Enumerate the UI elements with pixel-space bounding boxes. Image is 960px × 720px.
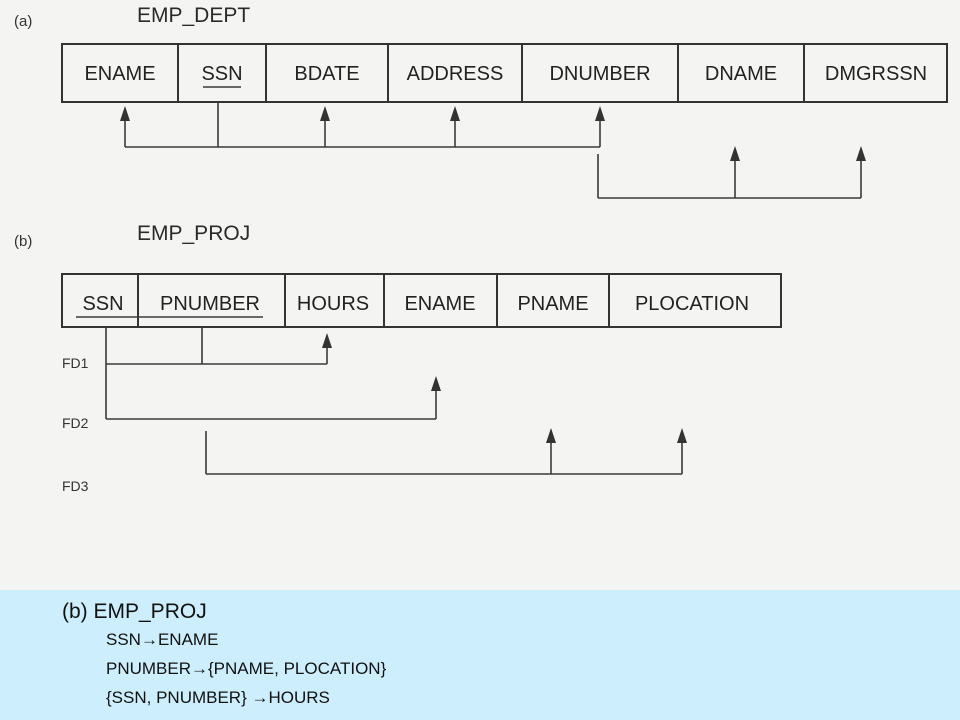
attr-hours: HOURS [297,293,369,315]
fd1-label: FD1 [62,355,89,371]
part-a-label: (a) [14,13,32,30]
attr-ssn: SSN [201,63,242,85]
attr-dnumber: DNUMBER [549,63,650,85]
summary-title: (b) EMP_PROJ [62,600,207,623]
attr-bdate: BDATE [294,63,359,85]
summary-fd-3: {SSN, PNUMBER} →HOURS [106,688,330,707]
arrow-to-bdate [320,106,330,121]
attr-dname: DNAME [705,63,777,85]
scanned-figure [0,0,960,590]
emp-proj-box [61,273,782,328]
arrow-to-dname [730,146,740,161]
attr-dmgrssn: DMGRSSN [825,63,927,85]
fd3: FD3 [62,428,687,494]
attr-address: ADDRESS [407,63,504,85]
fd1: FD1 [62,327,332,371]
attr-ename: ENAME [84,63,155,85]
attr-ssn-b: SSN [82,293,123,315]
attr-pnumber: PNUMBER [160,293,260,315]
emp-dept-box [61,43,948,103]
attr-plocation: PLOCATION [635,293,749,315]
attr-pname: PNAME [517,293,588,315]
emp-dept-relation: ENAME SSN BDATE ADDRESS DNUMBER DNAME DM… [61,43,948,103]
attr-ename-b: ENAME [404,293,475,315]
fd3-label: FD3 [62,478,89,494]
emp-dept-fd-ssn [120,102,605,148]
part-b-label: (b) [14,233,32,250]
fd2: FD2 [62,364,441,431]
summary-fd-2: PNUMBER→{PNAME, PLOCATION} [106,659,387,678]
emp-proj-relation: SSN PNUMBER HOURS ENAME PNAME PLOCATION [61,273,782,328]
summary-fd-1: SSN→ENAME [106,630,219,649]
arrow-to-dnumber [595,106,605,121]
arrow-to-ename [120,106,130,121]
arrow-to-dmgrssn [856,146,866,161]
part-b-title: EMP_PROJ [137,222,250,245]
part-a-title: EMP_DEPT [137,4,250,27]
fd1-arrow-to-hours [322,333,332,348]
fd-summary-panel: (b) EMP_PROJ SSN→ENAME PNUMBER→{PNAME, P… [0,590,960,720]
arrow-to-address [450,106,460,121]
fd2-arrow-to-ename [431,376,441,391]
fd3-arrow-to-pname [546,428,556,443]
dependency-diagram: (a) EMP_DEPT ENAME SSN BDATE ADDRESS DNU… [14,4,948,494]
fd2-label: FD2 [62,415,89,431]
fd3-arrow-to-plocation [677,428,687,443]
emp-dept-fd-dnumber [597,146,866,199]
